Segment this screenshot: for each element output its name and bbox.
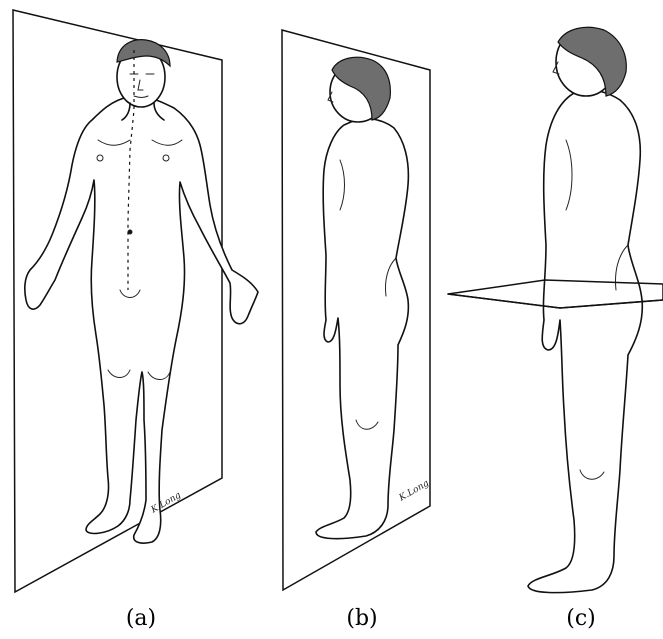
- caption-c: (c): [551, 606, 611, 631]
- caption-a: (a): [111, 606, 171, 631]
- panel-c-illustration: [448, 27, 663, 592]
- panel-a-illustration: [13, 10, 258, 592]
- caption-b: (b): [332, 606, 392, 631]
- panel-b-illustration: [282, 30, 430, 590]
- panel-c-body: [528, 89, 642, 592]
